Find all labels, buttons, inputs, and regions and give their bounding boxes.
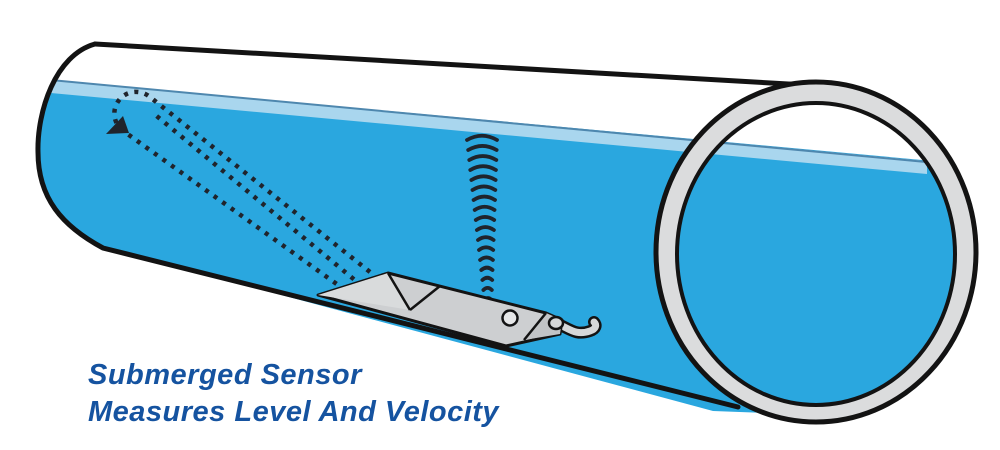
- level-beam-arc: [476, 235, 496, 242]
- pipe-outline-top: [92, 41, 809, 88]
- level-beam-arc: [469, 174, 498, 182]
- level-beam-arc: [473, 215, 497, 222]
- pipe-mouth-outer-outline: [653, 79, 979, 425]
- level-beam-arc: [467, 154, 499, 162]
- velocity-beam-arrowhead: [106, 116, 129, 134]
- level-beam-arc: [468, 164, 498, 172]
- velocity-beam-axis: [151, 111, 364, 288]
- waterline: [39, 78, 927, 163]
- caption-line-2: Measures Level And Velocity: [88, 396, 500, 428]
- sensor-transducer-hole: [501, 309, 519, 327]
- level-beam-arc: [472, 204, 497, 212]
- water: [37, 79, 955, 420]
- level-beam-arc: [479, 265, 495, 272]
- level-beam-arc: [465, 133, 499, 142]
- pipe-mouth-inner-outline: [675, 101, 957, 407]
- sensor-ramp: [318, 273, 410, 310]
- pipe-outline-cap-bottom: [35, 41, 741, 410]
- velocity-beam-loop: [112, 89, 372, 297]
- level-beam-arc: [471, 194, 497, 202]
- sensor-crease-lines: [386, 272, 547, 341]
- level-beam-arc: [466, 144, 499, 152]
- velocity-beam: [106, 89, 372, 297]
- level-beam-arc: [481, 286, 494, 292]
- level-beam-arc: [477, 245, 496, 252]
- sensor-cable-gland: [547, 315, 565, 331]
- submerged-sensor: [316, 271, 602, 348]
- level-beam-arc: [470, 184, 498, 192]
- caption-line-1: Submerged Sensor: [88, 359, 363, 391]
- level-beam-arc: [475, 225, 496, 232]
- level-beam-arc: [478, 255, 495, 262]
- level-beam-arc: [480, 275, 495, 282]
- sensor-cable: [552, 318, 600, 337]
- level-beam: [465, 133, 499, 302]
